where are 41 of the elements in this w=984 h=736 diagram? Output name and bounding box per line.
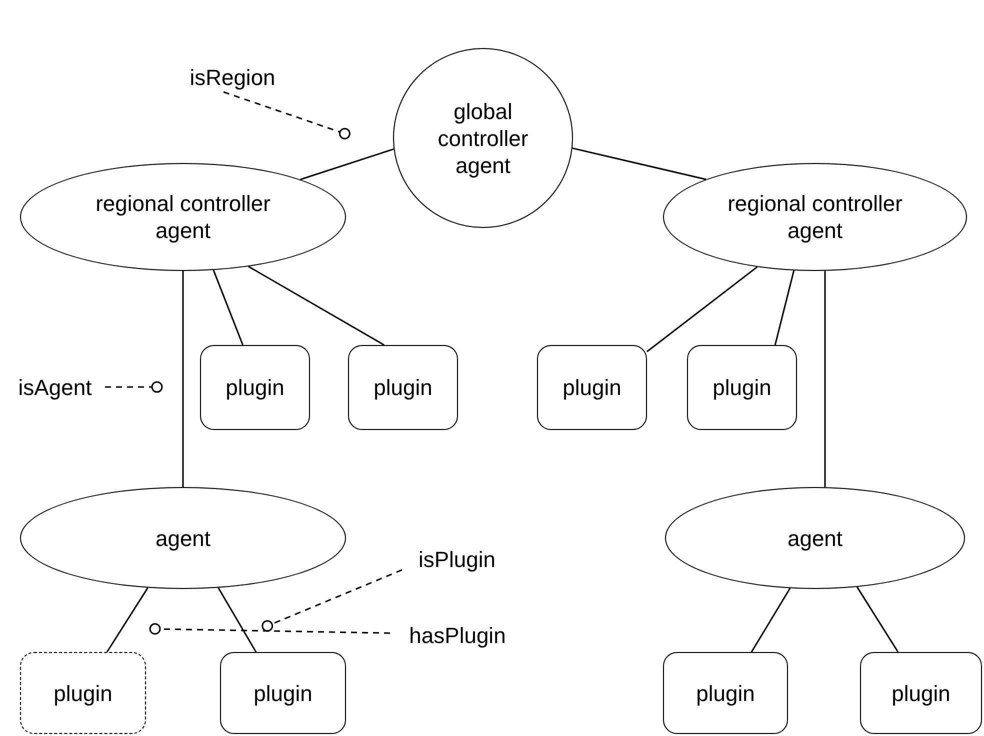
node-label: global controller agent xyxy=(436,98,530,178)
node-label: plugin xyxy=(226,374,284,401)
connector-line xyxy=(218,587,257,652)
node-label: plugin xyxy=(892,680,950,706)
leader-line xyxy=(105,381,163,393)
node-label: agent xyxy=(787,524,843,552)
connector-line xyxy=(856,586,899,652)
plugin-box xyxy=(537,345,647,430)
plugin-box xyxy=(663,652,788,734)
connector-line xyxy=(182,271,184,487)
leader-label: hasPlugin xyxy=(409,622,506,648)
connector-line xyxy=(646,266,758,352)
node-label: plugin xyxy=(374,374,432,401)
plugin-box xyxy=(348,345,458,430)
node-label: agent xyxy=(155,524,211,552)
connector-line xyxy=(106,587,148,652)
node-label: plugin xyxy=(562,374,622,401)
plugin-box xyxy=(200,345,310,430)
connector-line xyxy=(212,270,244,346)
plugin-box xyxy=(687,345,797,430)
plugin-box xyxy=(860,652,982,734)
connector-line xyxy=(824,270,826,488)
connector-line xyxy=(572,147,706,180)
node-label: regional controller agent xyxy=(94,190,272,244)
plugin-box xyxy=(220,652,346,734)
leader-line xyxy=(262,569,402,632)
node-label: regional controller agent xyxy=(726,190,904,244)
connector-line xyxy=(300,148,394,180)
plugin-box xyxy=(20,652,146,734)
connector-line xyxy=(750,588,791,652)
node-label: plugin xyxy=(254,680,312,706)
leader-label: isRegion xyxy=(190,64,276,90)
node-label: plugin xyxy=(696,680,755,706)
leader-line xyxy=(223,91,350,140)
node-label: plugin xyxy=(54,680,112,706)
connector-line xyxy=(774,270,795,346)
node-label: plugin xyxy=(712,374,772,401)
leader-label: isAgent xyxy=(18,374,92,400)
leader-label: isPlugin xyxy=(418,546,496,572)
connector-line xyxy=(248,266,384,346)
leader-line xyxy=(149,623,390,635)
